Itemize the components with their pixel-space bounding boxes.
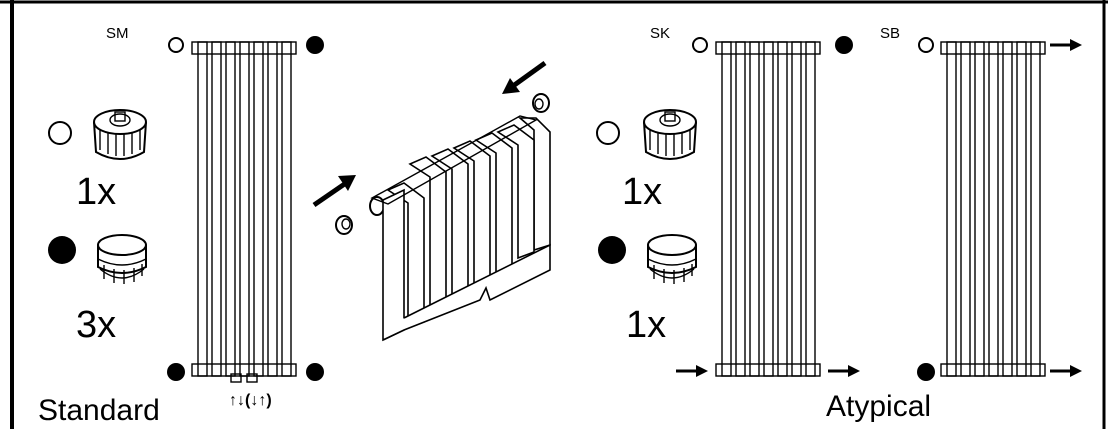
standard-section: SM ↑↓(↓↑) 1x 3x Standard	[38, 25, 324, 427]
filled-circle-icon	[835, 36, 853, 54]
valve-fitting-icon	[93, 109, 147, 160]
filled-circle-icon	[598, 236, 626, 264]
bottom-connection	[230, 373, 242, 383]
radiator-sm	[191, 41, 297, 377]
arrow-right-icon	[1048, 363, 1084, 379]
isometric-radiator	[312, 60, 551, 342]
filled-circle-icon	[167, 363, 185, 381]
radiator-sb	[940, 41, 1046, 377]
open-circle-icon	[168, 37, 184, 53]
filled-circle-icon	[48, 236, 76, 264]
bottom-connection	[246, 373, 258, 383]
label-sk: SK	[650, 25, 670, 42]
arrow-right-icon	[826, 363, 862, 379]
standard-valve-count: 1x	[76, 171, 116, 213]
filled-circle-icon	[306, 36, 324, 54]
flow-direction-note: ↑↓(↓↑)	[229, 392, 272, 409]
arrow-right-icon	[1048, 37, 1084, 53]
atypical-label: Atypical	[826, 390, 931, 423]
valve-fitting-icon	[643, 109, 697, 160]
arrow-in-icon	[312, 175, 356, 208]
radiator-sk	[715, 41, 821, 377]
atypical-section: SK SB 1x 1x Atypical	[596, 25, 1084, 423]
atypical-plug-count: 1x	[626, 304, 666, 346]
atypical-valve-count: 1x	[622, 171, 662, 213]
arrow-in-icon	[502, 60, 547, 94]
filled-circle-icon	[917, 363, 935, 381]
open-circle-icon	[48, 121, 72, 145]
label-sm: SM	[106, 25, 129, 42]
loose-plug-icon	[532, 93, 550, 113]
filled-circle-icon	[306, 363, 324, 381]
label-sb: SB	[880, 25, 900, 42]
open-circle-icon	[692, 37, 708, 53]
blind-plug-icon	[647, 234, 697, 285]
arrow-right-icon	[674, 363, 710, 379]
open-circle-icon	[918, 37, 934, 53]
standard-label: Standard	[38, 394, 160, 427]
standard-plug-count: 3x	[76, 304, 116, 346]
loose-plug-icon	[335, 215, 353, 235]
open-circle-icon	[596, 121, 620, 145]
blind-plug-icon	[97, 234, 147, 285]
